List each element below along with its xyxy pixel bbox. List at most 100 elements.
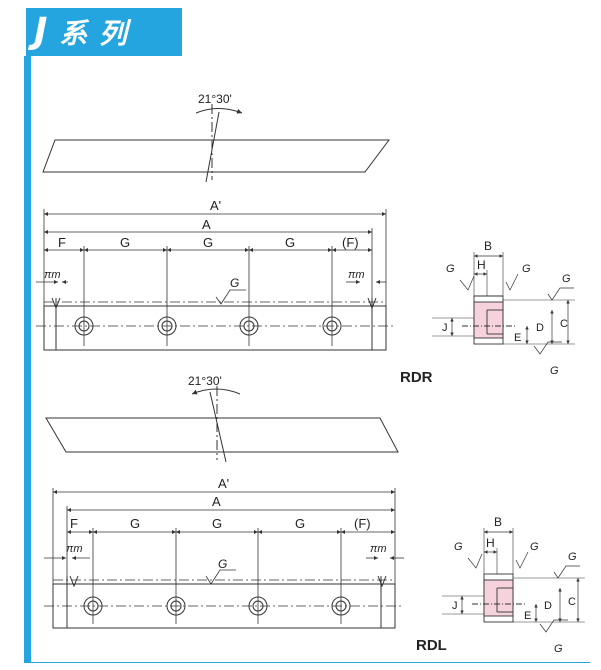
rdl-label-e: E	[524, 610, 531, 622]
rdr-label-b: B	[484, 239, 492, 253]
bolt-hole-2-b-inner	[170, 600, 182, 612]
bolt-hole-3	[239, 316, 259, 336]
label-a-b: A	[212, 494, 221, 509]
label-g1-b: G	[130, 516, 140, 531]
left-accent-bar	[24, 56, 31, 662]
rdr-labels: B H J D C E G G G G RDR	[400, 239, 571, 386]
rdl-labels: B H J D C E G G G G RDL	[416, 515, 577, 655]
rdl-section-pink	[483, 579, 514, 617]
bolt-hole-4-b	[331, 596, 351, 616]
notch-left	[51, 297, 61, 310]
finish-symbol-b	[205, 569, 236, 585]
label-f-b: F	[70, 516, 78, 531]
angle-section-top: 21°30'	[42, 92, 390, 183]
rdl-label-g-left: G	[454, 541, 463, 553]
rdr-blade-drawing: 21°30'	[36, 92, 394, 351]
rdr-side-section	[432, 252, 575, 355]
bolt-hole-3-b-inner	[252, 600, 264, 612]
rdr-label-d: D	[536, 322, 544, 334]
series-suffix: 系 列	[59, 18, 129, 49]
rdl-label-h: H	[486, 536, 495, 550]
blade-section-parallelogram	[42, 139, 390, 173]
bolt-hole-3-inner	[243, 320, 255, 332]
rdr-label-g-bottom: G	[550, 365, 559, 377]
rdr-finish-mid	[505, 273, 519, 291]
bolt-hole-1	[74, 316, 94, 336]
label-g2: G	[203, 235, 213, 250]
rdl-label-d: D	[544, 600, 552, 612]
rdr-finish-left	[459, 275, 475, 291]
rdl-finish-bottom	[539, 619, 568, 633]
label-pi-left-b: πm	[66, 543, 83, 555]
bolt-hole-2-b	[166, 596, 186, 616]
label-f-paren-b: (F)	[354, 516, 371, 531]
bottom-rule	[24, 662, 590, 663]
bolt-hole-2-inner	[161, 320, 173, 332]
label-finish-b: G	[218, 557, 227, 571]
label-pi-left: πm	[44, 269, 61, 281]
label-g1: G	[120, 235, 130, 250]
notch-right-b	[377, 575, 387, 588]
bolt-hole-1-b-inner	[87, 600, 99, 612]
header-band	[26, 8, 182, 56]
angle-label-bottom: 21°30'	[188, 374, 222, 388]
angle-label: 21°30'	[198, 92, 232, 106]
rdr-label-c: C	[560, 318, 568, 330]
rdr-finish-bottom	[533, 341, 562, 355]
angle-section-bottom: 21°30'	[45, 374, 399, 463]
label-a-prime-b: A'	[218, 476, 229, 491]
blade-body-top	[36, 297, 394, 351]
bolt-hole-1-b	[83, 596, 103, 616]
label-a: A	[202, 217, 211, 232]
dims-bottom	[44, 488, 404, 624]
bolt-hole-3-b	[248, 596, 268, 616]
rdl-label-g-mid: G	[530, 541, 539, 553]
rdl-label-g-bottom: G	[554, 643, 563, 655]
rdr-section-pink	[473, 301, 504, 339]
rdl-label-c: C	[568, 596, 576, 608]
label-pi-right-b: πm	[370, 543, 387, 555]
bolt-hole-4	[322, 316, 342, 336]
series-letter: J	[34, 11, 50, 52]
dims-top	[36, 209, 387, 346]
rdr-label-j: J	[442, 322, 448, 334]
rdr-label-h: H	[477, 258, 486, 272]
angle-arc-bottom	[191, 388, 241, 395]
rdl-label-g-right: G	[568, 551, 577, 563]
rdr-type-label: RDR	[400, 369, 433, 386]
dim-labels-top: A' A F G G G (F) πm πm G	[44, 198, 365, 290]
rdl-type-label: RDL	[416, 637, 447, 654]
blade-body-bottom	[44, 575, 404, 629]
bolt-hole-4-inner	[326, 320, 338, 332]
rdr-label-g-mid: G	[522, 263, 531, 275]
blade-section-parallelogram-bottom	[45, 417, 399, 453]
notch-left-b	[69, 575, 79, 588]
rdl-blade-drawing: 21°30'	[44, 374, 404, 629]
angle-line-bottom	[209, 391, 227, 463]
label-f: F	[58, 235, 66, 250]
finish-symbol	[215, 289, 246, 305]
label-g2-b: G	[212, 516, 222, 531]
rdl-label-j: J	[452, 600, 458, 612]
dim-labels-bottom: A' A F G G G (F) πm πm G	[66, 476, 387, 571]
label-g3: G	[285, 235, 295, 250]
bolt-hole-2	[157, 316, 177, 336]
rdl-finish-mid	[515, 551, 529, 569]
bolt-hole-4-b-inner	[335, 600, 347, 612]
blade-body-outline	[43, 305, 387, 351]
series-title: J 系 列	[34, 12, 129, 54]
notch-right	[367, 297, 377, 310]
rdr-label-g-left: G	[446, 263, 455, 275]
rdl-side-section	[442, 528, 585, 633]
label-a-prime: A'	[210, 198, 221, 213]
label-pi-right: πm	[348, 269, 365, 281]
bolt-hole-1-inner	[78, 320, 90, 332]
label-g3-b: G	[295, 516, 305, 531]
rdr-label-e: E	[514, 332, 521, 344]
rdl-finish-right	[553, 565, 580, 579]
label-f-paren: (F)	[342, 235, 359, 250]
rdr-label-g-right: G	[562, 273, 571, 285]
angle-arc	[195, 108, 243, 114]
